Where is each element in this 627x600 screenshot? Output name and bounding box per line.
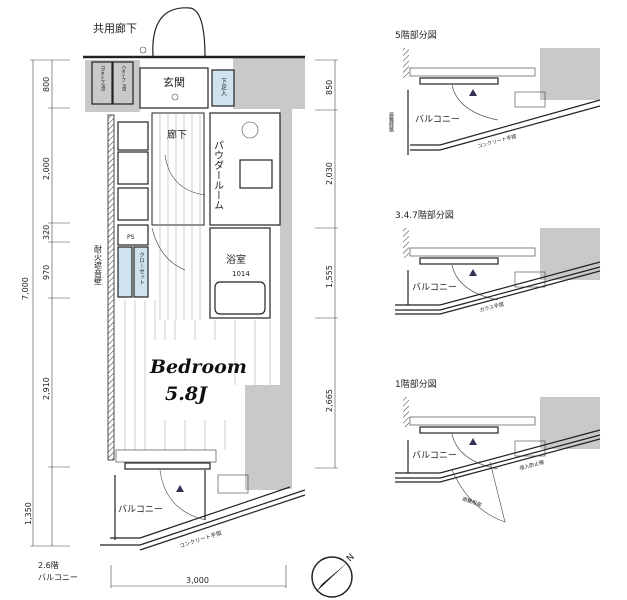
partial-plan-title: 3.4.7階部分図 (395, 209, 454, 221)
hallway-floor (151, 112, 205, 320)
balcony-label: バルコニー (118, 504, 163, 515)
dim-left: 1,350 (24, 502, 33, 525)
window-sill (115, 449, 217, 463)
toilet-icon (241, 121, 259, 139)
partial-plan-347f: 3.4.7階部分図 バルコニー ガラス手摺 (395, 209, 601, 315)
left-dimension-lines (30, 59, 70, 547)
entrance-door-swing (152, 7, 206, 58)
right-dimension-lines (315, 59, 338, 469)
evacuation-label: 避難経路 (388, 111, 394, 133)
rail-label: 侵入防止柵 (519, 459, 545, 472)
partial-plan-title: 5階部分図 (395, 29, 437, 41)
fridge-space (117, 187, 149, 221)
common-corridor-label: 共用廊下 (93, 21, 137, 35)
balcony-label: バルコニー (415, 114, 460, 125)
closet-left (117, 246, 133, 298)
mb-di-label: DIタイプMB (100, 66, 106, 91)
dim-left: 800 (42, 77, 51, 92)
bath-size: 1014 (232, 270, 250, 278)
bedroom-label: Bedroom (149, 356, 247, 378)
marker-icon (139, 46, 147, 54)
shoe-storage (211, 69, 235, 107)
structure-column-lower (245, 385, 285, 490)
bedroom-floor (116, 300, 271, 450)
dim-right: 2,665 (325, 389, 334, 412)
mb-di-closet (91, 61, 113, 105)
shoe-storage-label: 下足入 (220, 78, 227, 96)
mb-c-label: Cタイプ MB (121, 66, 127, 91)
powder-room-label: パウダールーム (212, 140, 224, 210)
bottom-dimension-line (110, 565, 287, 588)
partial-plan-5f: 5階部分図 バルコニー コンクリート手摺 避難経路 (388, 29, 601, 155)
washing-machine-space (239, 159, 273, 189)
ps-box (117, 224, 149, 246)
dim-right: 850 (325, 80, 334, 95)
bath-label: 浴室 (226, 253, 246, 266)
dim-left: 320 (42, 225, 51, 240)
dim-right: 2,030 (325, 162, 334, 185)
structure-column (233, 57, 305, 109)
concrete-rail-label: コンクリート手摺 (178, 529, 223, 550)
balcony-label: バルコニー (412, 450, 457, 461)
mb-c-closet (112, 61, 134, 105)
entrance-area (139, 67, 209, 109)
dim-left: 2,000 (42, 157, 51, 180)
floor-note-line2: バルコニー (38, 573, 78, 582)
bathroom (209, 227, 271, 319)
powder-room (209, 112, 281, 226)
kitchen-stove (117, 121, 149, 151)
door-swing (151, 227, 186, 271)
ps-label: PS (127, 234, 135, 241)
balcony-window (124, 462, 211, 470)
door-swing (164, 154, 206, 196)
dim-bottom: 3,000 (186, 576, 209, 585)
bathtub (214, 281, 266, 315)
floor-note-line1: 2.6階 (38, 560, 59, 570)
compass-north-label: N (345, 552, 357, 564)
bedroom-size: 5.8J (165, 383, 209, 405)
entrance-label: 玄関 (163, 75, 185, 89)
closet-right (133, 246, 149, 298)
balcony-label: バルコニー (412, 282, 457, 293)
closet-label: クローゼット (138, 252, 145, 286)
balcony-area (100, 469, 306, 551)
dim-left-total: 7,000 (21, 277, 30, 300)
fire-wall (107, 114, 115, 461)
partial-plan-title: 1階部分図 (395, 378, 437, 390)
dim-left: 2,910 (42, 377, 51, 400)
rail-label: コンクリート手摺 (477, 133, 517, 150)
hallway-label: 廊下 (167, 128, 187, 141)
evacuation-door-label: 避難用扉 (461, 495, 482, 508)
dim-left: 970 (42, 265, 51, 280)
compass-icon (311, 556, 353, 598)
partial-plan-1f: 1階部分図 バルコニー 侵入防止柵 避難用扉 (395, 378, 601, 523)
kitchen-sink (117, 151, 149, 185)
fire-wall-label: 耐火遮音壁 (94, 244, 103, 285)
light-icon (171, 93, 179, 101)
dim-right: 1,555 (325, 265, 334, 288)
